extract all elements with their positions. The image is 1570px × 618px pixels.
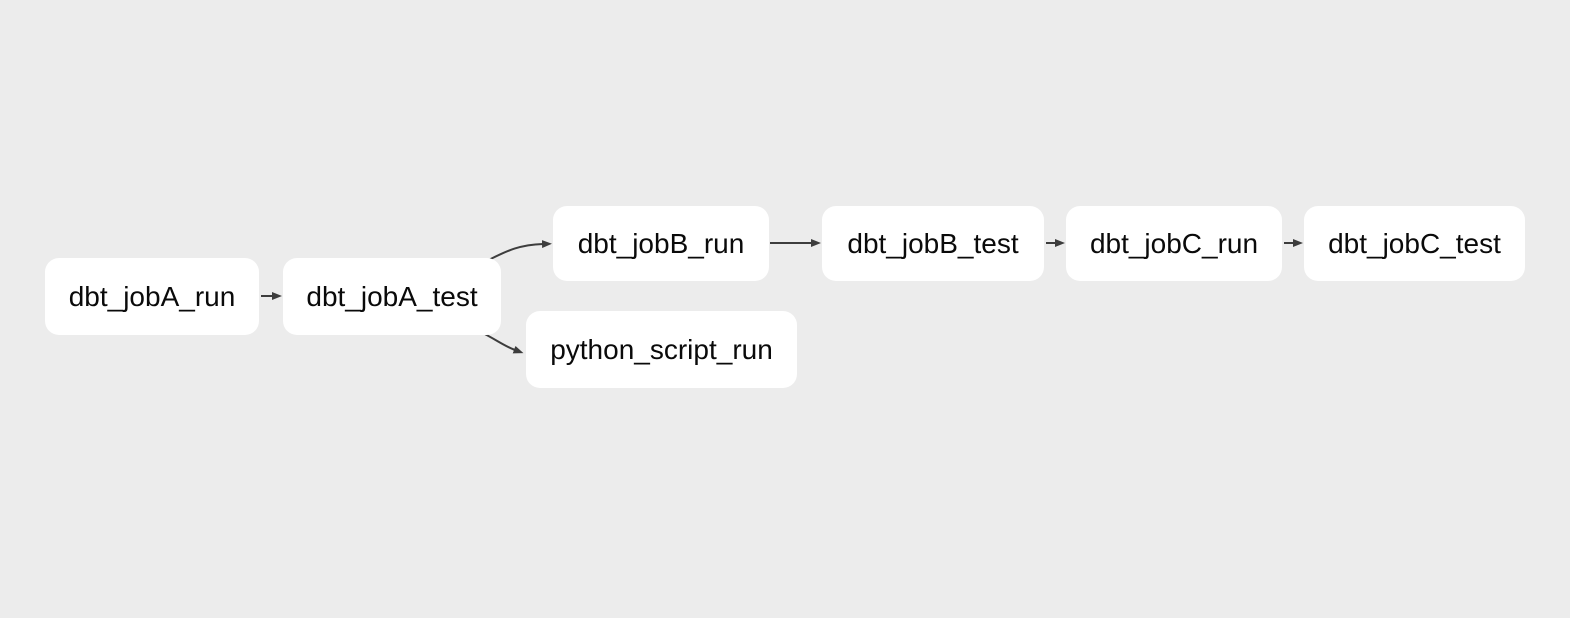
task-node-dbt_jobC_run[interactable]: dbt_jobC_run xyxy=(1066,206,1282,281)
task-node-dbt_jobA_run[interactable]: dbt_jobA_run xyxy=(45,258,259,335)
task-node-dbt_jobB_test[interactable]: dbt_jobB_test xyxy=(822,206,1044,281)
task-node-dbt_jobB_run[interactable]: dbt_jobB_run xyxy=(553,206,769,281)
task-node-dbt_jobA_test[interactable]: dbt_jobA_test xyxy=(283,258,501,335)
task-node-python_script_run[interactable]: python_script_run xyxy=(526,311,797,388)
task-node-dbt_jobC_test[interactable]: dbt_jobC_test xyxy=(1304,206,1525,281)
